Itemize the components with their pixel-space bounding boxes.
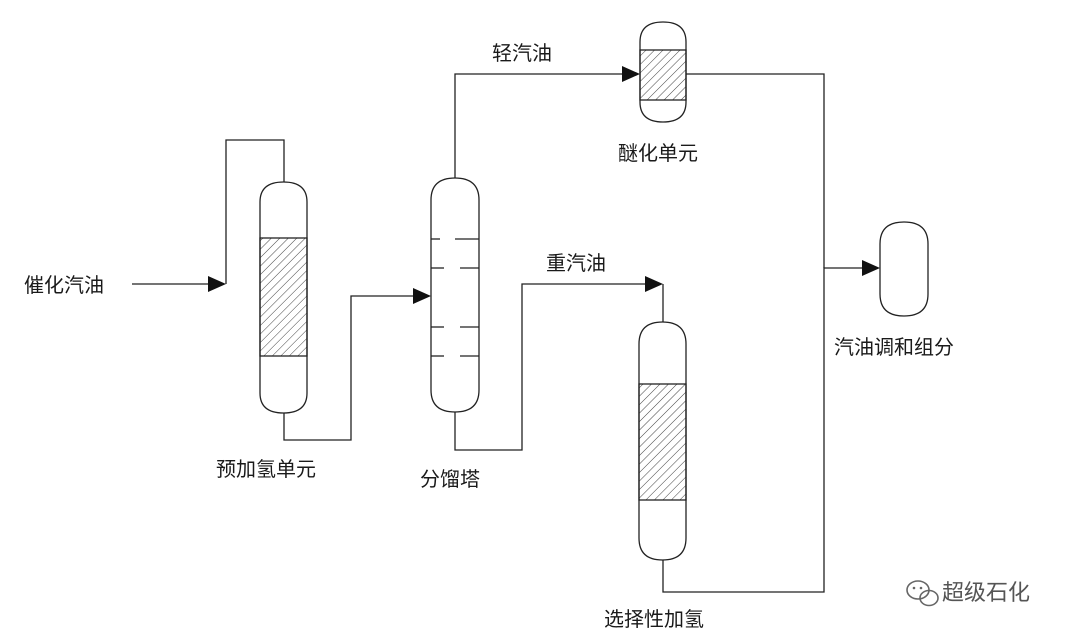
- fractionator-column: [430, 177, 480, 413]
- wechat-icon: [906, 580, 939, 607]
- fractionator-label: 分馏塔: [420, 467, 480, 491]
- heavy-gasoline-line: [454, 276, 664, 451]
- feed-label: 催化汽油: [24, 273, 104, 297]
- light-gasoline-line: [454, 66, 640, 178]
- selective-hydro-label: 选择性加氢: [604, 607, 704, 631]
- etherification-unit-label: 醚化单元: [618, 141, 698, 165]
- watermark-text: 超级石化: [942, 581, 1030, 606]
- blending-label: 汽油调和组分: [834, 335, 954, 359]
- prehydro-reactor: [259, 181, 308, 414]
- catalyst-bed: [259, 237, 308, 357]
- etherification-vessel: [639, 21, 687, 123]
- light-gasoline-label: 轻汽油: [492, 41, 552, 65]
- etherification-bed: [639, 49, 687, 101]
- prehydro-to-fractionator-line: [283, 288, 431, 441]
- etherification-outlet-line: [686, 73, 825, 268]
- selective-hydro-reactor: [638, 321, 687, 561]
- prehydro-unit-label: 预加氢单元: [216, 457, 316, 481]
- selective-hydro-outlet-line: [662, 260, 880, 593]
- heavy-gasoline-label: 重汽油: [546, 251, 606, 275]
- blending-tank: [879, 221, 929, 317]
- watermark: 超级石化: [906, 580, 1030, 607]
- feed-line: [132, 139, 285, 292]
- selective-hydro-bed: [638, 383, 687, 501]
